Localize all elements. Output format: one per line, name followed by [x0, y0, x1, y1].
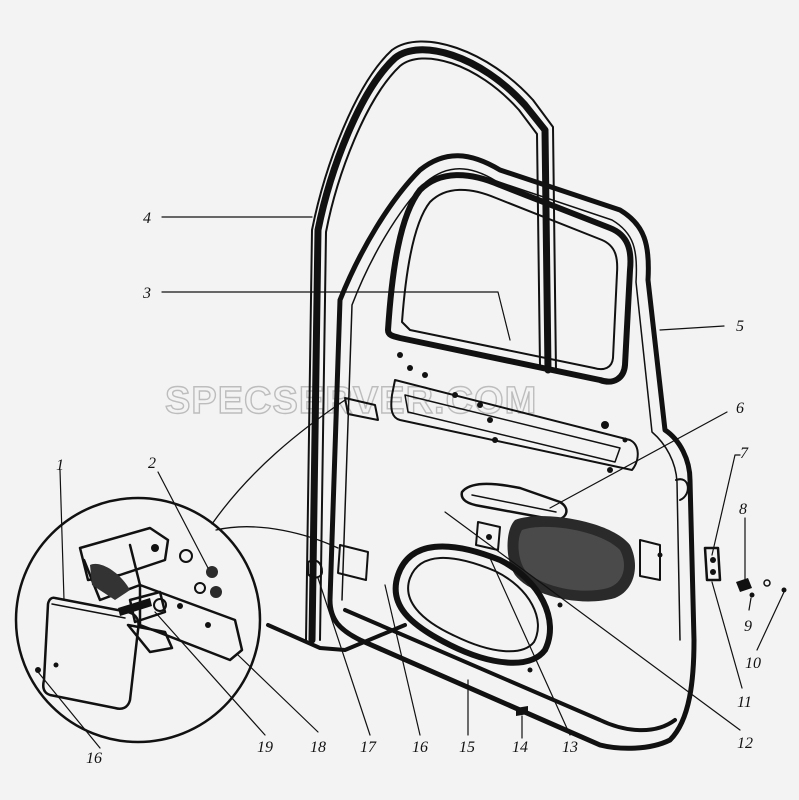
label-13: 13 — [562, 739, 578, 756]
part-labels: 1 2 3 4 5 6 7 8 9 10 11 12 13 14 15 16 1… — [56, 210, 761, 767]
label-17: 17 — [360, 739, 377, 756]
label-2: 2 — [148, 455, 156, 472]
hinge-detail-callout — [14, 397, 349, 744]
label-15: 15 — [459, 739, 475, 756]
label-3: 3 — [142, 285, 151, 302]
label-9: 9 — [744, 618, 752, 635]
small-fasteners — [736, 578, 787, 598]
label-5: 5 — [736, 318, 744, 335]
label-1: 1 — [56, 457, 64, 474]
watermark: SPECSERVER.COM — [165, 380, 537, 422]
door-clip — [307, 559, 323, 579]
screw-9 — [749, 592, 755, 598]
label-6: 6 — [736, 400, 744, 417]
label-14: 14 — [512, 739, 528, 756]
label-10: 10 — [745, 655, 761, 672]
label-16-left: 16 — [86, 750, 102, 767]
label-7: 7 — [740, 445, 749, 462]
label-18: 18 — [310, 739, 326, 756]
label-16-right: 16 — [412, 739, 428, 756]
lower-rubber-strip — [266, 623, 407, 652]
leader-lines — [37, 216, 785, 749]
label-8: 8 — [739, 501, 747, 518]
screw-10 — [781, 587, 787, 593]
door-panel — [327, 153, 722, 751]
washer-10 — [763, 579, 771, 587]
panel-screw — [516, 706, 528, 716]
label-4: 4 — [143, 210, 151, 227]
label-12: 12 — [737, 735, 753, 752]
latch-block — [736, 578, 752, 592]
label-19: 19 — [257, 739, 273, 756]
label-11: 11 — [737, 694, 752, 711]
weatherstrip-seal — [305, 40, 557, 644]
